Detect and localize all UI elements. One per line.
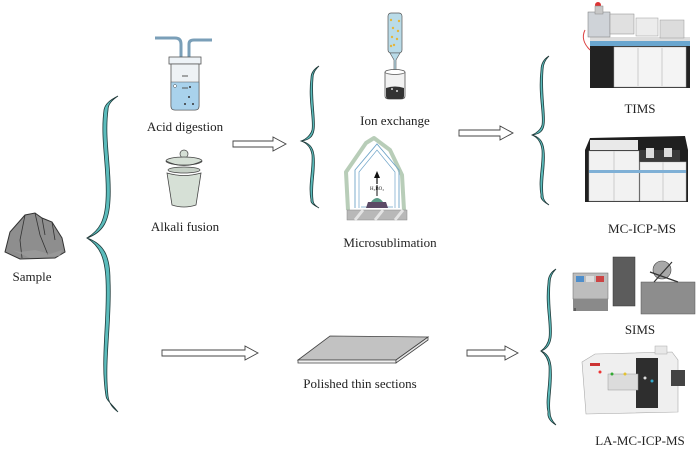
label-la-mc-icp-ms: LA-MC-ICP-MS [595, 433, 685, 448]
label-sims: SIMS [624, 322, 656, 337]
ion-exchange-column-icon [384, 12, 406, 100]
brace-solution-instruments [530, 55, 550, 206]
label-alkali-fusion: Alkali fusion [150, 219, 220, 234]
label-microsublimation: Microsublimation [343, 235, 437, 250]
arrow-to-solution-instruments [458, 125, 514, 141]
label-mc-icp-ms: MC-ICP-MS [608, 221, 676, 236]
label-polished-thin-sections: Polished thin sections [303, 376, 417, 391]
arrow-to-insitu-instruments [466, 345, 519, 361]
rock-icon [4, 212, 66, 260]
label-acid-digestion: Acid digestion [146, 119, 224, 134]
brace-main [85, 95, 119, 413]
microsublimation-vessel-icon [344, 136, 408, 221]
thin-section-slide-icon [296, 335, 430, 364]
gas-washing-bottle-icon [155, 36, 212, 111]
label-h3bo3: H₃BO₃ [369, 187, 385, 192]
sims-instrument-icon [572, 256, 696, 315]
crucible-icon [165, 149, 203, 208]
tims-instrument-icon [582, 2, 690, 88]
label-ion-exchange: Ion exchange [360, 113, 430, 128]
mc-icp-ms-instrument-icon [585, 136, 688, 202]
brace-preparation [299, 65, 320, 209]
arrow-to-separation [232, 136, 287, 152]
brace-insitu-instruments [539, 268, 557, 426]
label-tims: TIMS [624, 101, 656, 116]
arrow-to-thin-sections [161, 345, 259, 361]
la-mc-icp-ms-instrument-icon [581, 345, 685, 415]
label-sample: Sample [12, 269, 52, 284]
